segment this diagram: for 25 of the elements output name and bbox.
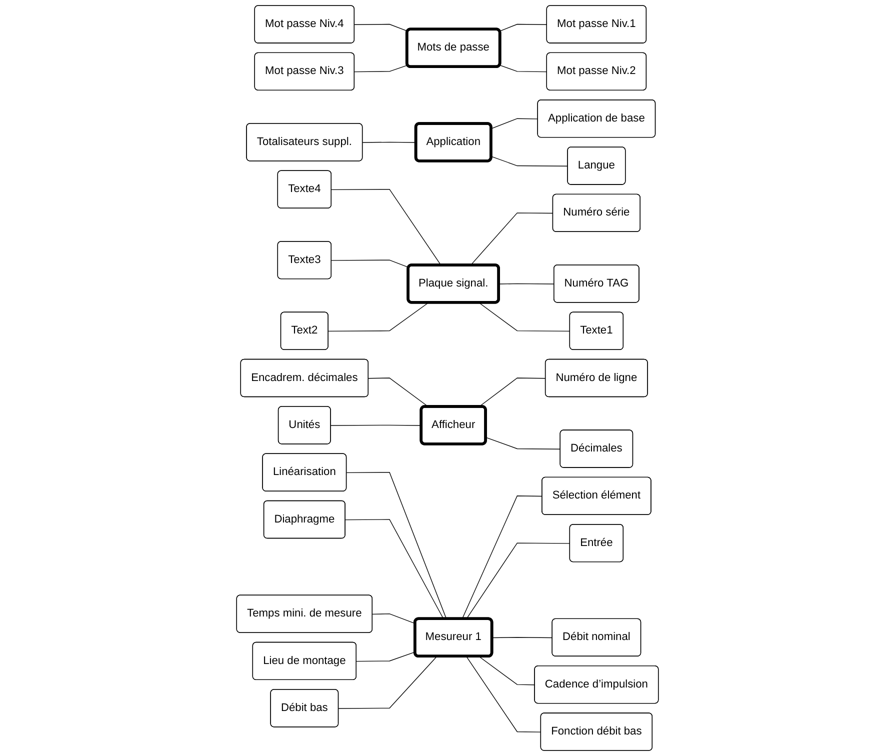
connector [470, 212, 554, 266]
connector [492, 637, 553, 638]
connector [499, 64, 548, 72]
connector [368, 378, 429, 408]
connector [354, 64, 408, 72]
connector [466, 656, 542, 732]
connector [478, 378, 546, 408]
connector [346, 472, 447, 620]
connector [486, 437, 561, 450]
connector [331, 189, 442, 266]
connector [498, 283, 555, 284]
connector [331, 260, 410, 268]
connector [328, 302, 429, 332]
connector [478, 656, 536, 686]
connector [462, 496, 543, 620]
connector [490, 118, 538, 129]
connector [330, 424, 422, 426]
connector [490, 156, 568, 166]
connector [478, 302, 570, 332]
connector [338, 656, 438, 709]
connector [345, 519, 444, 620]
connector [466, 542, 570, 620]
connector [499, 24, 548, 32]
connector [362, 142, 416, 143]
connector [354, 24, 408, 32]
